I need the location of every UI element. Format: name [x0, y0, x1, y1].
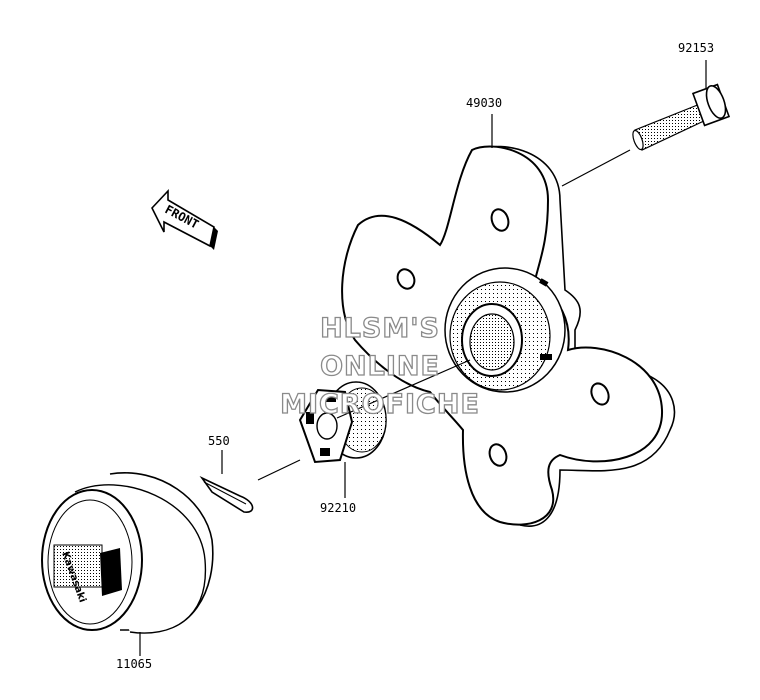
- castle-nut-92210[interactable]: [298, 359, 471, 464]
- hub-cap-11065[interactable]: Kawasaki: [41, 472, 214, 634]
- watermark: HLSM'S ONLINE MICROFICHE: [279, 312, 480, 420]
- front-arrow-icon: FRONT: [151, 188, 218, 250]
- part-label-49030[interactable]: 49030: [466, 96, 502, 110]
- hub-plate-49030[interactable]: [341, 145, 676, 527]
- part-label-92210[interactable]: 92210: [320, 501, 356, 515]
- cotter-pin-550[interactable]: [199, 459, 301, 513]
- watermark-line-3: MICROFICHE: [280, 389, 480, 420]
- leader-lines: [139, 60, 707, 656]
- watermark-line-1: HLSM'S: [320, 313, 440, 344]
- part-label-550[interactable]: 550: [208, 434, 230, 448]
- bolt-92153[interactable]: [631, 83, 731, 151]
- part-label-92153[interactable]: 92153: [678, 41, 714, 55]
- part-label-11065[interactable]: 11065: [116, 657, 152, 671]
- watermark-line-2: ONLINE: [320, 351, 440, 382]
